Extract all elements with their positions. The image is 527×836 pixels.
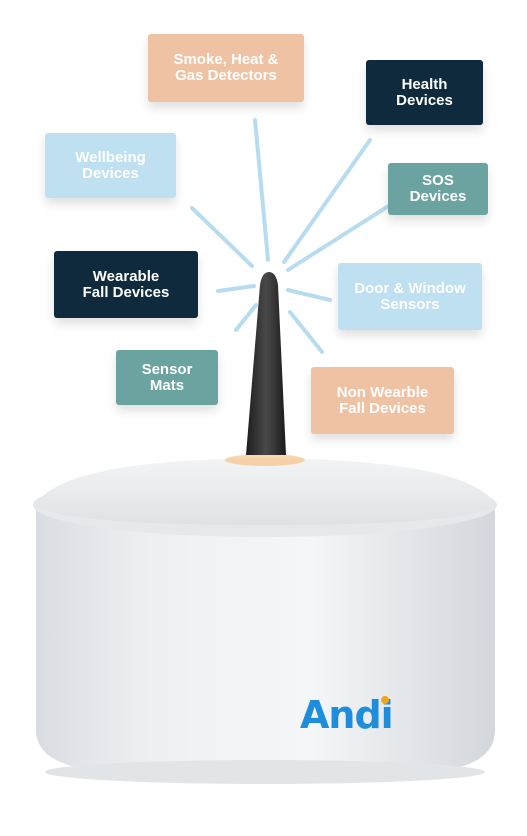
brand-logo-dot (381, 696, 389, 704)
brand-logo-text: Andi (300, 693, 394, 737)
label-smoke-heat-gas-detectors: Smoke, Heat & Gas Detectors (148, 34, 304, 102)
label-wellbeing-devices: Wellbeing Devices (45, 133, 176, 198)
antenna-icon (246, 272, 286, 455)
label-sos-devices: SOS Devices (388, 163, 488, 215)
label-wearable-fall-devices: Wearable Fall Devices (54, 251, 198, 318)
signal-rays (190, 118, 392, 354)
label-door-window-sensors: Door & Window Sensors (338, 263, 482, 330)
label-health-devices: Health Devices (366, 60, 483, 125)
label-sensor-mats: Sensor Mats (116, 350, 218, 405)
label-non-wearable-fall-devices: Non Wearble Fall Devices (311, 367, 454, 434)
